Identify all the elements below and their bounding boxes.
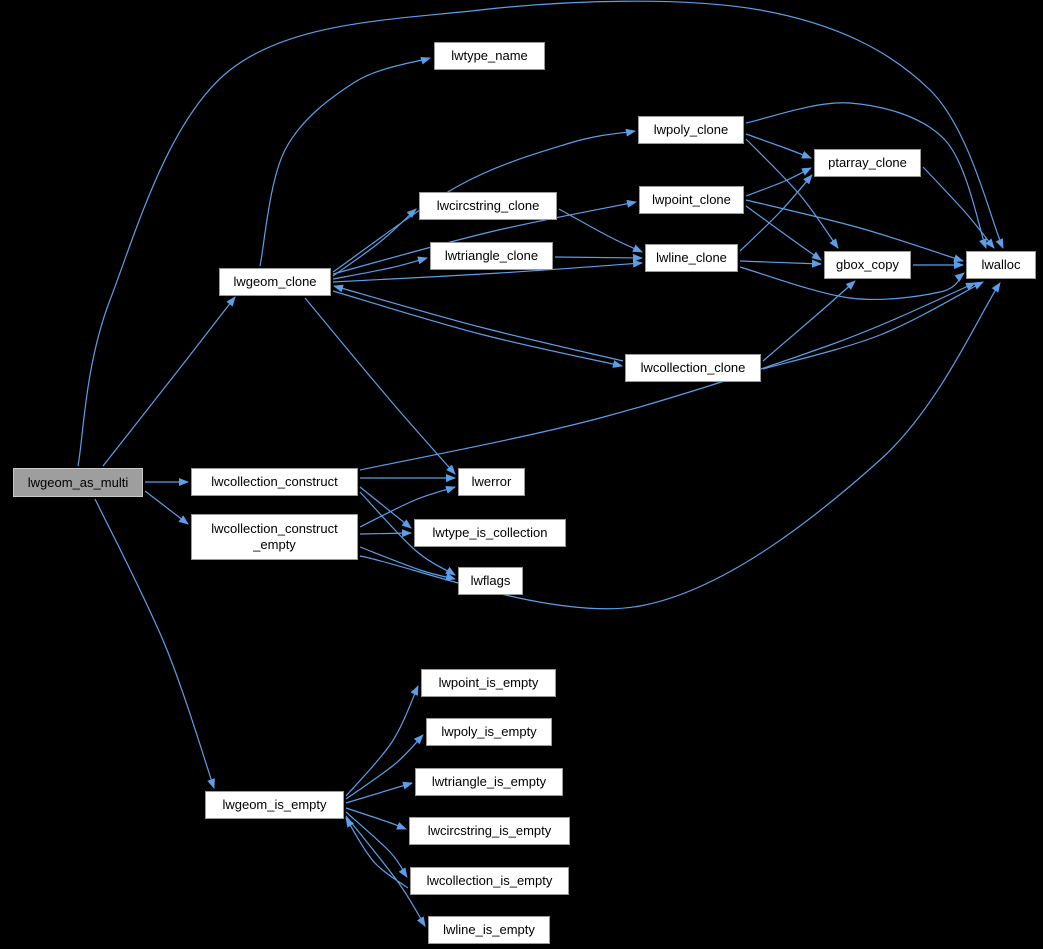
edge-lwgeom_is_empty-to-lwtriangle_is_empty bbox=[345, 781, 413, 804]
edge-lwcollection_is_empty-to-lwgeom_is_empty bbox=[345, 817, 409, 889]
node-lwcircstring_is_empty[interactable]: lwcircstring_is_empty bbox=[409, 817, 570, 845]
edge-lwcircstring_clone-to-lwline_clone bbox=[558, 208, 643, 253]
edge-lwcollection_clone-to-gbox_copy bbox=[762, 280, 856, 362]
edge-lwgeom_as_multi-to-lwcollection_construct_empty bbox=[144, 490, 189, 525]
edge-lwcollection_construct-to-lwflags bbox=[359, 491, 456, 576]
edge-lwpoly_clone-to-lwalloc bbox=[745, 102, 987, 249]
node-lwgeom_as_multi: lwgeom_as_multi bbox=[13, 468, 143, 497]
edge-lwgeom_is_empty-to-lwcollection_is_empty bbox=[345, 811, 408, 878]
node-lwcircstring_clone[interactable]: lwcircstring_clone bbox=[419, 192, 557, 220]
node-lwtype_name[interactable]: lwtype_name bbox=[434, 42, 545, 70]
edge-lwcollection_construct_empty-to-lwerror bbox=[359, 485, 456, 528]
edge-lwgeom_clone-to-lwerror bbox=[304, 297, 456, 475]
edge-lwgeom_clone-to-lwcollection_clone bbox=[332, 290, 623, 368]
edge-lwcollection_construct_empty-to-lwflags bbox=[359, 546, 456, 581]
edge-lwcollection_construct-to-lwalloc bbox=[359, 282, 976, 471]
edge-lwpoly_clone-to-ptarray_clone bbox=[745, 133, 812, 159]
edge-lwline_clone-to-lwalloc bbox=[739, 266, 965, 300]
node-lwgeom_is_empty[interactable]: lwgeom_is_empty bbox=[205, 791, 344, 819]
edge-lwcollection_construct-to-lwtype_is_collection bbox=[359, 486, 412, 529]
edge-lwpoint_clone-to-gbox_copy bbox=[745, 205, 822, 261]
edge-lwgeom_clone-to-lwline_clone bbox=[332, 259, 643, 283]
node-ptarray_clone[interactable]: ptarray_clone bbox=[814, 149, 921, 177]
node-lwtriangle_is_empty[interactable]: lwtriangle_is_empty bbox=[415, 768, 563, 796]
node-lwalloc[interactable]: lwalloc bbox=[966, 251, 1036, 279]
edge-lwpoint_clone-to-ptarray_clone bbox=[745, 167, 812, 197]
edge-lwgeom_as_multi-to-lwgeom_clone bbox=[102, 296, 236, 467]
node-lwpoly_clone[interactable]: lwpoly_clone bbox=[638, 116, 744, 144]
edge-lwcollection_clone-to-lwalloc bbox=[762, 281, 984, 370]
edge-ptarray_clone-to-lwalloc bbox=[922, 166, 995, 249]
edge-lwgeom_clone-to-lwpoint_clone bbox=[332, 199, 637, 275]
edge-lwgeom_clone-to-lwpoly_clone bbox=[332, 128, 636, 273]
node-lwerror[interactable]: lwerror bbox=[458, 468, 525, 496]
node-lwcollection_clone[interactable]: lwcollection_clone bbox=[625, 354, 761, 382]
edge-lwgeom_clone-to-lwtriangle_clone bbox=[332, 256, 428, 280]
node-lwgeom_clone[interactable]: lwgeom_clone bbox=[219, 268, 331, 296]
node-lwpoly_is_empty[interactable]: lwpoly_is_empty bbox=[426, 718, 552, 746]
edge-lwgeom_as_multi-to-lwgeom_is_empty bbox=[94, 498, 215, 789]
node-lwtype_is_collection[interactable]: lwtype_is_collection bbox=[414, 519, 566, 547]
edge-lwline_clone-to-gbox_copy bbox=[739, 259, 822, 268]
edge-lwgeom_is_empty-to-lwcircstring_is_empty bbox=[345, 807, 407, 830]
edges bbox=[77, 0, 1004, 927]
edge-lwgeom_as_multi-to-lwalloc bbox=[77, 0, 1004, 467]
edge-lwcollection_construct_empty-to-lwtype_is_collection bbox=[359, 529, 412, 538]
edge-lwcollection_construct_empty-to-lwalloc bbox=[359, 282, 1001, 610]
node-lwcollection_is_empty[interactable]: lwcollection_is_empty bbox=[410, 867, 569, 895]
node-lwline_is_empty[interactable]: lwline_is_empty bbox=[428, 916, 550, 944]
edge-lwgeom_clone-to-lwcircstring_clone bbox=[332, 208, 417, 277]
edge-lwtriangle_clone-to-lwline_clone bbox=[554, 253, 643, 262]
edge-lwpoint_clone-to-lwalloc bbox=[745, 199, 964, 263]
node-lwcollection_construct_empty[interactable]: lwcollection_construct _empty bbox=[191, 514, 358, 560]
edge-lwcollection_clone-to-lwgeom_clone bbox=[333, 284, 624, 362]
edge-lwgeom_is_empty-to-lwpoly_is_empty bbox=[345, 734, 424, 800]
edge-lwline_clone-to-ptarray_clone bbox=[739, 174, 813, 252]
node-lwcollection_construct[interactable]: lwcollection_construct bbox=[191, 468, 358, 496]
node-lwtriangle_clone[interactable]: lwtriangle_clone bbox=[430, 242, 553, 270]
node-lwpoint_clone[interactable]: lwpoint_clone bbox=[639, 186, 744, 214]
node-lwline_clone[interactable]: lwline_clone bbox=[645, 244, 738, 272]
edge-lwgeom_clone-to-lwtype_name bbox=[259, 56, 431, 267]
node-lwpoint_is_empty[interactable]: lwpoint_is_empty bbox=[421, 669, 556, 697]
node-gbox_copy[interactable]: gbox_copy bbox=[824, 251, 911, 279]
edge-lwpoly_clone-to-gbox_copy bbox=[745, 138, 839, 249]
edge-lwgeom_is_empty-to-lwpoint_is_empty bbox=[345, 685, 419, 797]
node-lwflags[interactable]: lwflags bbox=[458, 567, 523, 595]
